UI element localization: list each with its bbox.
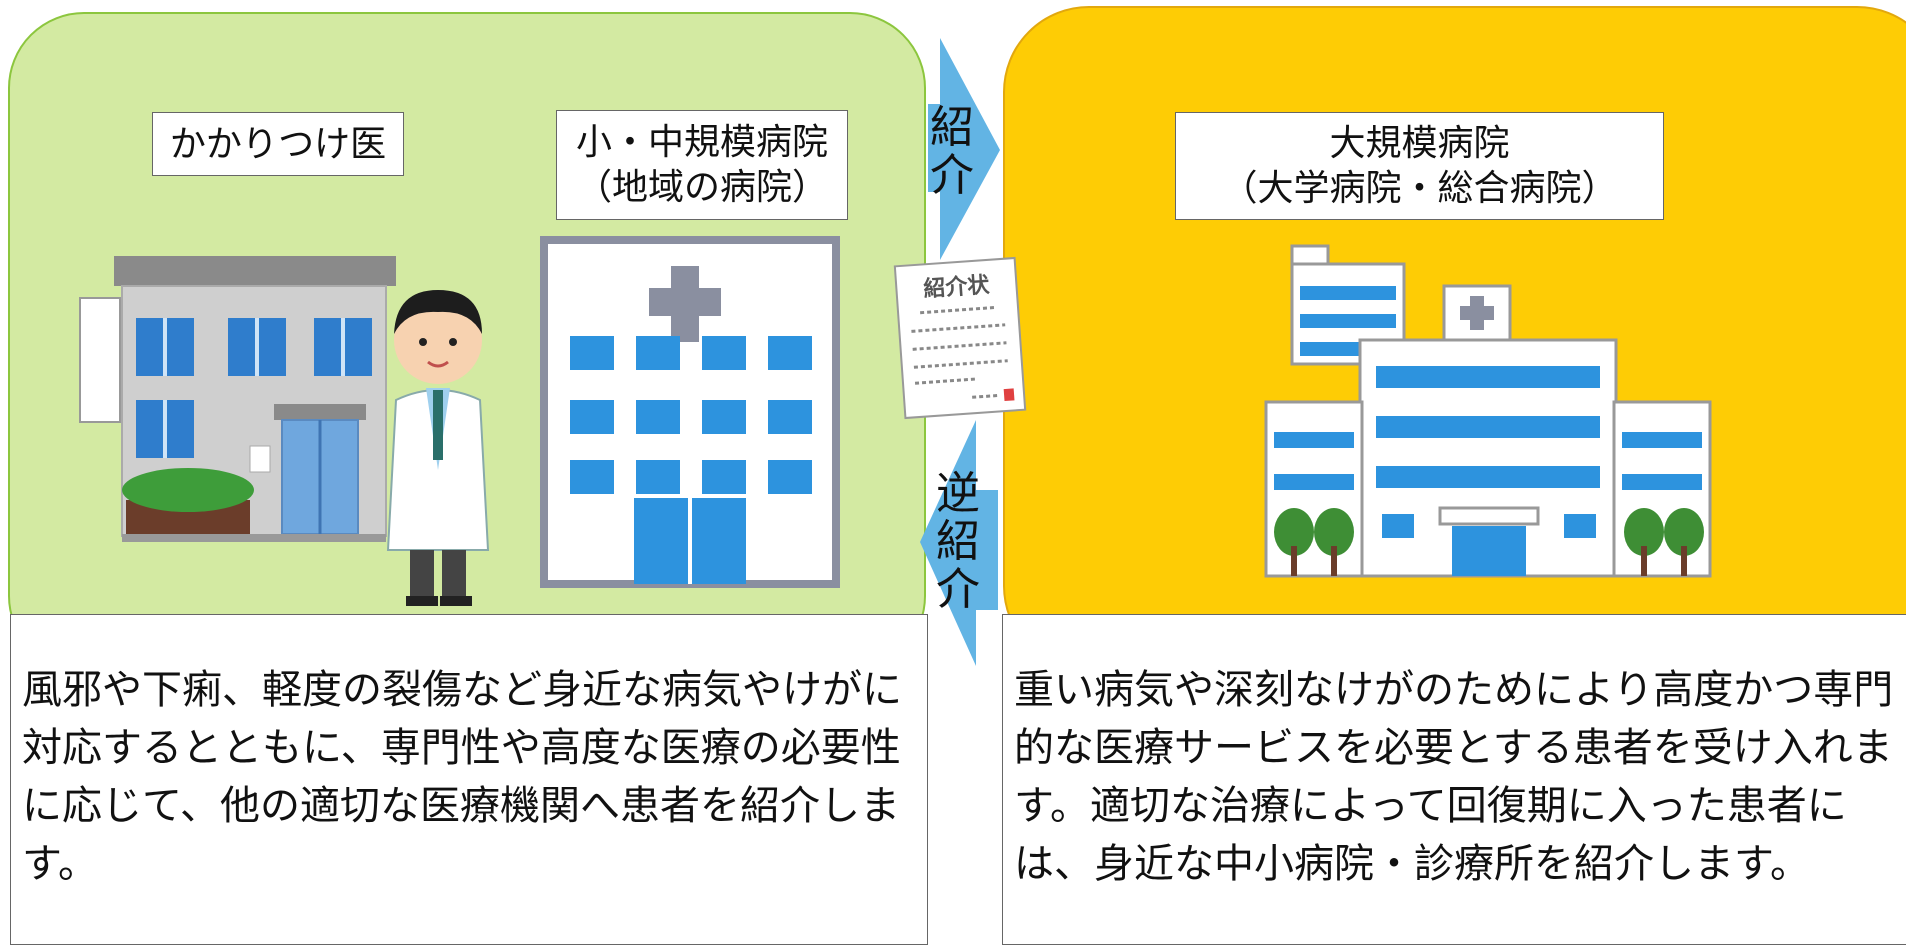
left-description-box: 風邪や下痢、軽度の裂傷など身近な病気やけがに対応するとともに、専門性や高度な医療… [10,614,928,945]
large-hospital-illustration [1264,244,1712,578]
right-description-box: 重い病気や深刻なけがのためにより高度かつ専門的な医療サービスを必要とする患者を受… [1002,614,1906,945]
referral-letter-title: 紹介状 [923,272,992,303]
right-description-text: 重い病気や深刻なけがのためにより高度かつ専門的な医療サービスを必要とする患者を受… [1014,667,1894,887]
mid-hospital-label-line1: 小・中規模病院 [575,122,828,163]
referral-letter-illustration: 紹介状 [893,256,1027,420]
large-hospital-label: 大規模病院 （大学病院・総合病院） [1175,112,1664,220]
reverse-char-3: 介 [936,564,980,615]
reverse-referral-arrow-label: 逆 紹 介 [934,470,982,614]
referral-arrow [928,38,1000,260]
large-hospital-label-line1: 大規模病院 [1329,123,1510,164]
reverse-referral-arrow [920,420,998,666]
mid-hospital-illustration [540,236,840,588]
clinic-label-text: かかりつけ医 [169,123,387,165]
referral-char-2: 介 [930,150,974,201]
referral-arrow-label: 紹 介 [928,104,976,200]
reverse-char-1: 逆 [936,468,980,519]
reverse-char-2: 紹 [936,516,980,567]
large-hospital-label-line2: （大学病院・総合病院） [1221,168,1618,209]
left-description-text: 風邪や下痢、軽度の裂傷など身近な病気やけがに対応するとともに、専門性や高度な医療… [22,667,902,887]
mid-hospital-label: 小・中規模病院 （地域の病院） [556,110,848,220]
mid-hospital-label-line2: （地域の病院） [575,167,828,208]
clinic-label: かかりつけ医 [152,112,404,176]
referral-char-1: 紹 [930,102,974,153]
clinic-building-illustration [79,256,490,606]
